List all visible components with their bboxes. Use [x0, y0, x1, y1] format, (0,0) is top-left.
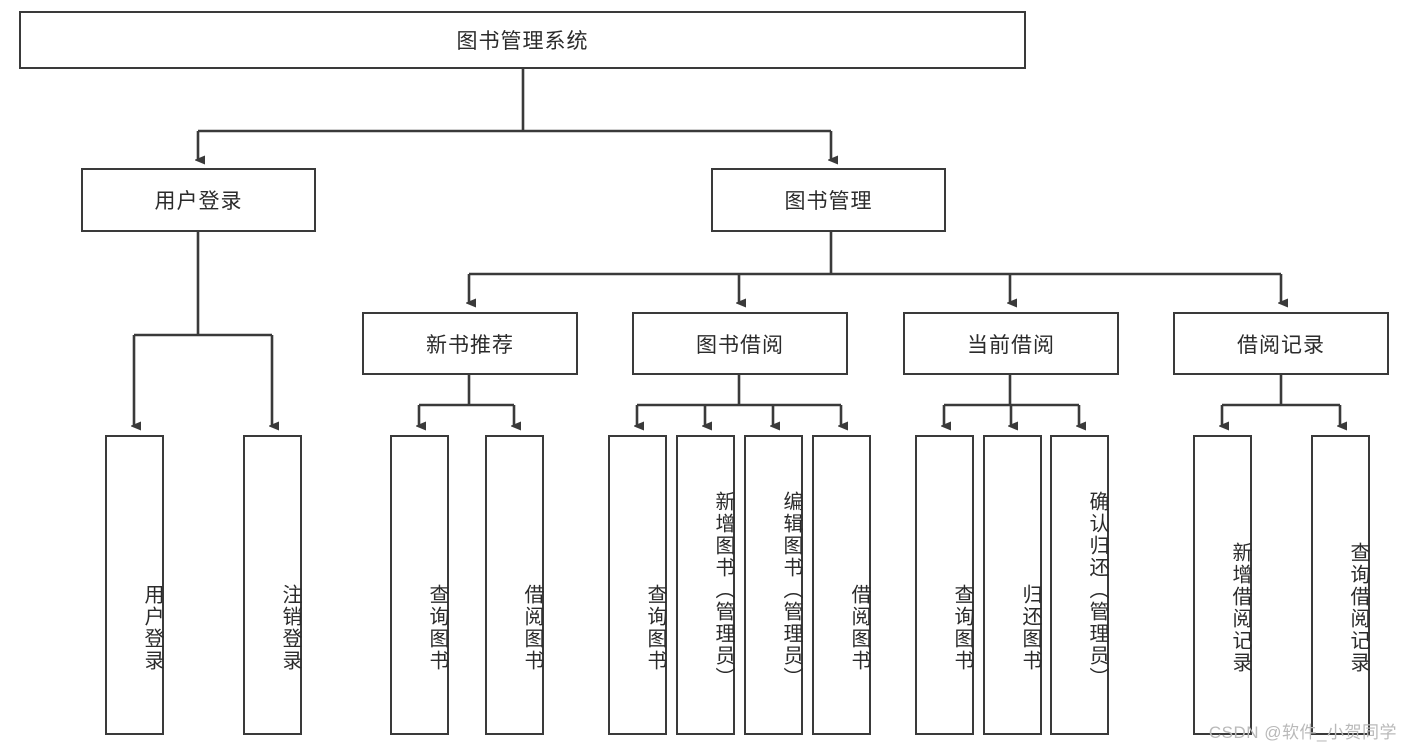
node-user-login[interactable]: 用户登录 [81, 168, 316, 232]
node-label: 查询图书 [951, 584, 973, 672]
node-label: 借阅图书 [521, 584, 543, 672]
leaf-query-book-recommend[interactable]: 查询图书 [390, 435, 449, 735]
leaf-query-book-borrow[interactable]: 查询图书 [608, 435, 667, 735]
node-label: 新书推荐 [426, 333, 514, 357]
node-label: 查询借阅记录 [1347, 542, 1369, 674]
leaf-borrow-book[interactable]: 借阅图书 [812, 435, 871, 735]
leaf-add-book-admin[interactable]: 新增图书（管理员） [676, 435, 735, 735]
node-label: 当前借阅 [967, 333, 1055, 357]
leaf-return-book[interactable]: 归还图书 [983, 435, 1042, 735]
leaf-add-borrow-record[interactable]: 新增借阅记录 [1193, 435, 1252, 735]
node-label: 借阅记录 [1237, 333, 1325, 357]
node-label: 查询图书 [426, 584, 448, 672]
leaf-user-login[interactable]: 用户登录 [105, 435, 164, 735]
node-new-book-recommend[interactable]: 新书推荐 [362, 312, 578, 375]
node-label: 确认归还（管理员） [1086, 491, 1108, 689]
node-current-borrow[interactable]: 当前借阅 [903, 312, 1119, 375]
node-book-management[interactable]: 图书管理 [711, 168, 946, 232]
watermark: CSDN @软件_小贺同学 [1208, 723, 1397, 742]
node-label: 归还图书 [1019, 584, 1041, 672]
leaf-query-book-current[interactable]: 查询图书 [915, 435, 974, 735]
node-label: 图书借阅 [696, 333, 784, 357]
node-label: 用户登录 [141, 584, 163, 672]
leaf-confirm-return-admin[interactable]: 确认归还（管理员） [1050, 435, 1109, 735]
node-label: 用户登录 [154, 190, 243, 213]
node-label: 新增借阅记录 [1229, 542, 1251, 674]
node-label: 新增图书（管理员） [712, 491, 734, 689]
leaf-edit-book-admin[interactable]: 编辑图书（管理员） [744, 435, 803, 735]
node-label: 查询图书 [644, 584, 666, 672]
node-book-borrow[interactable]: 图书借阅 [632, 312, 848, 375]
leaf-logout[interactable]: 注销登录 [243, 435, 302, 735]
leaf-query-borrow-record[interactable]: 查询借阅记录 [1311, 435, 1370, 735]
node-label: 图书管理系统 [456, 30, 589, 53]
node-label: 注销登录 [279, 584, 301, 672]
node-root-book-management-system[interactable]: 图书管理系统 [19, 11, 1026, 69]
node-label: 借阅图书 [848, 584, 870, 672]
node-label: 图书管理 [784, 190, 873, 213]
node-label: 编辑图书（管理员） [780, 491, 802, 689]
leaf-borrow-book-recommend[interactable]: 借阅图书 [485, 435, 544, 735]
node-borrow-record[interactable]: 借阅记录 [1173, 312, 1389, 375]
